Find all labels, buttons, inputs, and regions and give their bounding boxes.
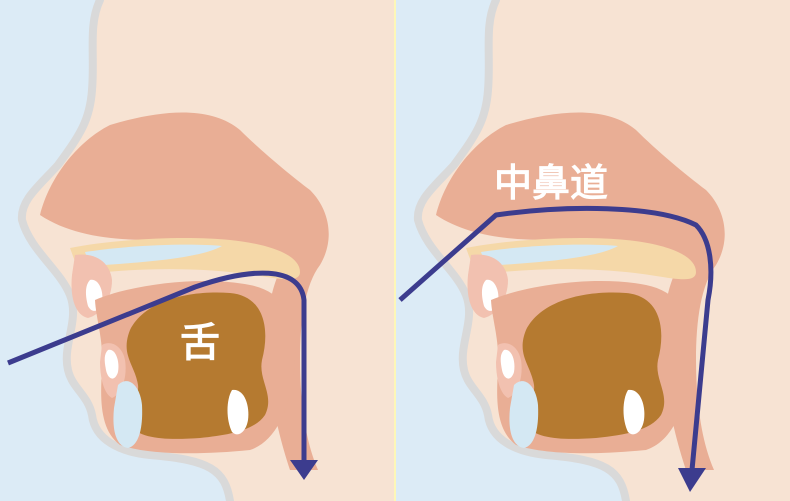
label-middle-nasal-meatus: 中鼻道 — [494, 152, 608, 207]
head-cross-section-right — [396, 0, 790, 501]
panel-nasal-airflow: 中鼻道 — [396, 0, 790, 501]
label-tongue: 舌 — [180, 310, 220, 368]
panel-oral-airflow: 舌 — [0, 0, 394, 501]
head-cross-section-left — [0, 0, 394, 501]
